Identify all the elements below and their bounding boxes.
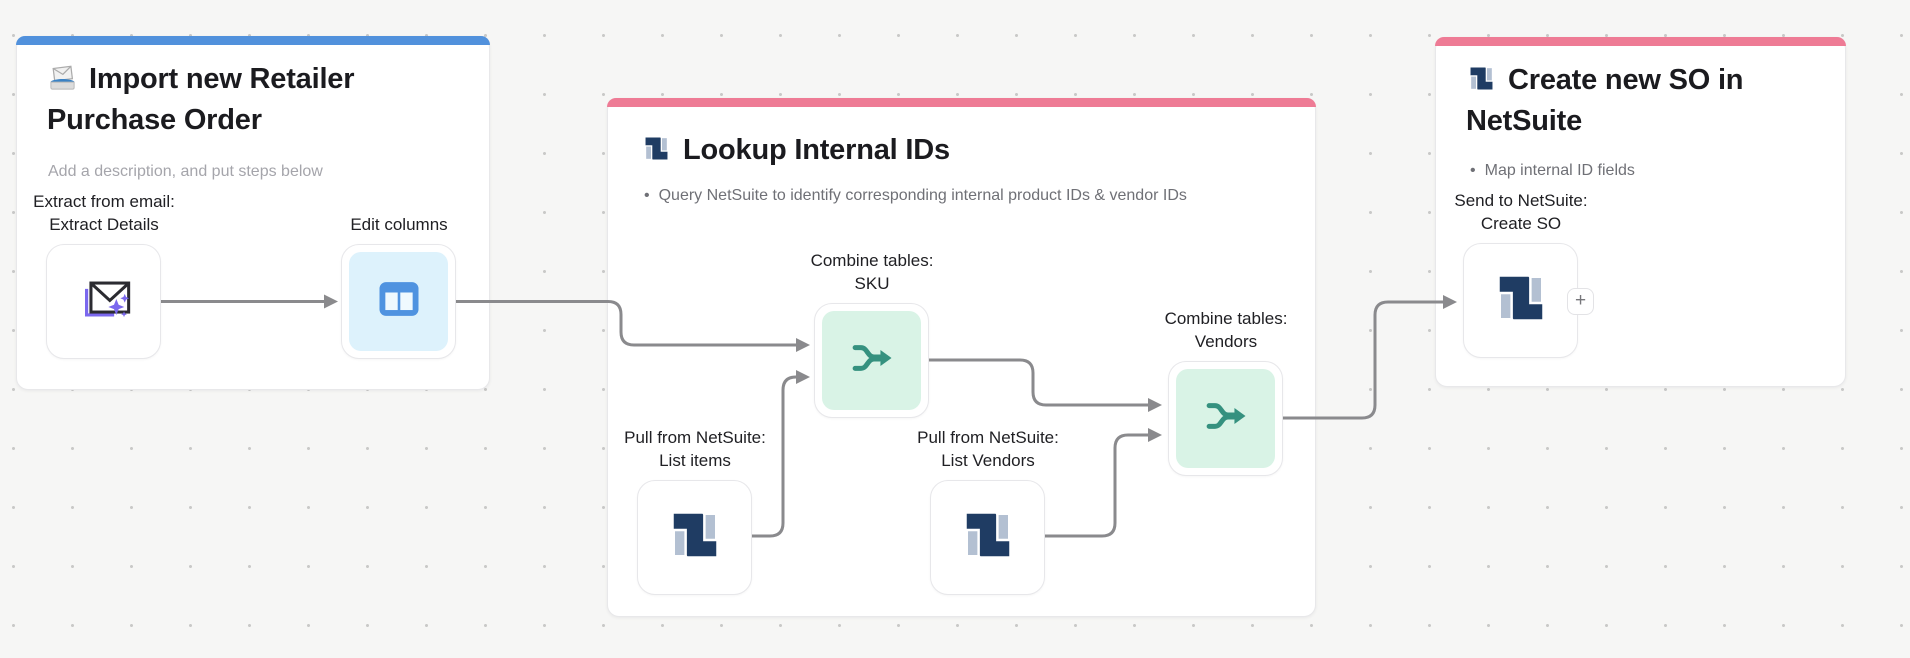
group-accent-bar [1435, 37, 1846, 46]
bullet-dot: • [644, 187, 650, 204]
group-title-import-po[interactable]: Import new Retailer Purchase Order [47, 61, 377, 138]
node-combine-sku[interactable] [814, 303, 929, 418]
netsuite-icon [1491, 268, 1551, 333]
node-edit-columns[interactable] [341, 244, 456, 359]
node-combine-vendors[interactable] [1168, 361, 1283, 476]
node-create-so[interactable] [1463, 243, 1578, 358]
node-extract-details[interactable] [46, 244, 161, 359]
node-label-edit-columns: Edit columns [350, 215, 448, 234]
bullet-dot: • [1470, 162, 1476, 179]
group-bullet: • Map internal ID fields [1470, 162, 1635, 180]
node-list-vendors[interactable] [930, 480, 1045, 595]
node-label-create-so: Send to NetSuite:Create SO [1454, 191, 1588, 233]
node-label-combine-sku: Combine tables:SKU [810, 251, 934, 293]
group-title-create-so[interactable]: Create new SO in NetSuite [1466, 62, 1766, 139]
arrowhead [1443, 295, 1457, 309]
group-accent-bar [16, 36, 490, 45]
node-label-list-items: Pull from NetSuite:List items [624, 428, 766, 470]
email-sparkle-icon [75, 270, 133, 333]
incoming-envelope-emoji-icon [47, 62, 78, 102]
netsuite-logo-icon [1466, 63, 1497, 103]
group-card-create-so[interactable]: Create new SO in NetSuite • Map internal… [1435, 37, 1846, 387]
netsuite-icon [958, 505, 1018, 570]
group-bullet-text: Query NetSuite to identify corresponding… [658, 187, 1187, 204]
connector-combinesku-to-combinevendors [929, 358, 1148, 407]
netsuite-icon [665, 505, 725, 570]
arrowhead [324, 294, 338, 309]
merge-icon [1200, 390, 1252, 447]
group-title-text: Lookup Internal IDs [683, 134, 950, 166]
netsuite-logo-icon [641, 133, 672, 173]
arrowhead [796, 338, 810, 352]
group-title-text: Create new SO in NetSuite [1466, 64, 1744, 137]
node-list-items[interactable] [637, 480, 752, 595]
group-accent-bar [607, 98, 1316, 107]
group-bullet: • Query NetSuite to identify correspondi… [644, 187, 1187, 205]
table-columns-icon [373, 273, 425, 330]
node-label-extract-details: Extract from email:Extract Details [33, 192, 175, 234]
connector-editcolumns-to-combinesku [456, 300, 796, 347]
connector-listvendors-to-combinevendors [1045, 433, 1148, 538]
group-title-lookup-ids[interactable]: Lookup Internal IDs [641, 132, 1261, 173]
arrowhead [796, 370, 810, 384]
add-step-button[interactable]: + [1567, 288, 1594, 315]
merge-icon [846, 332, 898, 389]
connector-listitems-to-combinesku [752, 375, 797, 538]
group-description-placeholder[interactable]: Add a description, and put steps below [48, 163, 323, 180]
group-title-text: Import new Retailer Purchase Order [47, 63, 355, 136]
connector-combinevendors-to-createso [1283, 300, 1443, 420]
node-label-combine-vendors: Combine tables:Vendors [1164, 309, 1288, 351]
arrowhead [1148, 398, 1162, 412]
node-label-list-vendors: Pull from NetSuite:List Vendors [917, 428, 1059, 470]
group-bullet-text: Map internal ID fields [1484, 162, 1635, 179]
arrowhead [1148, 428, 1162, 442]
